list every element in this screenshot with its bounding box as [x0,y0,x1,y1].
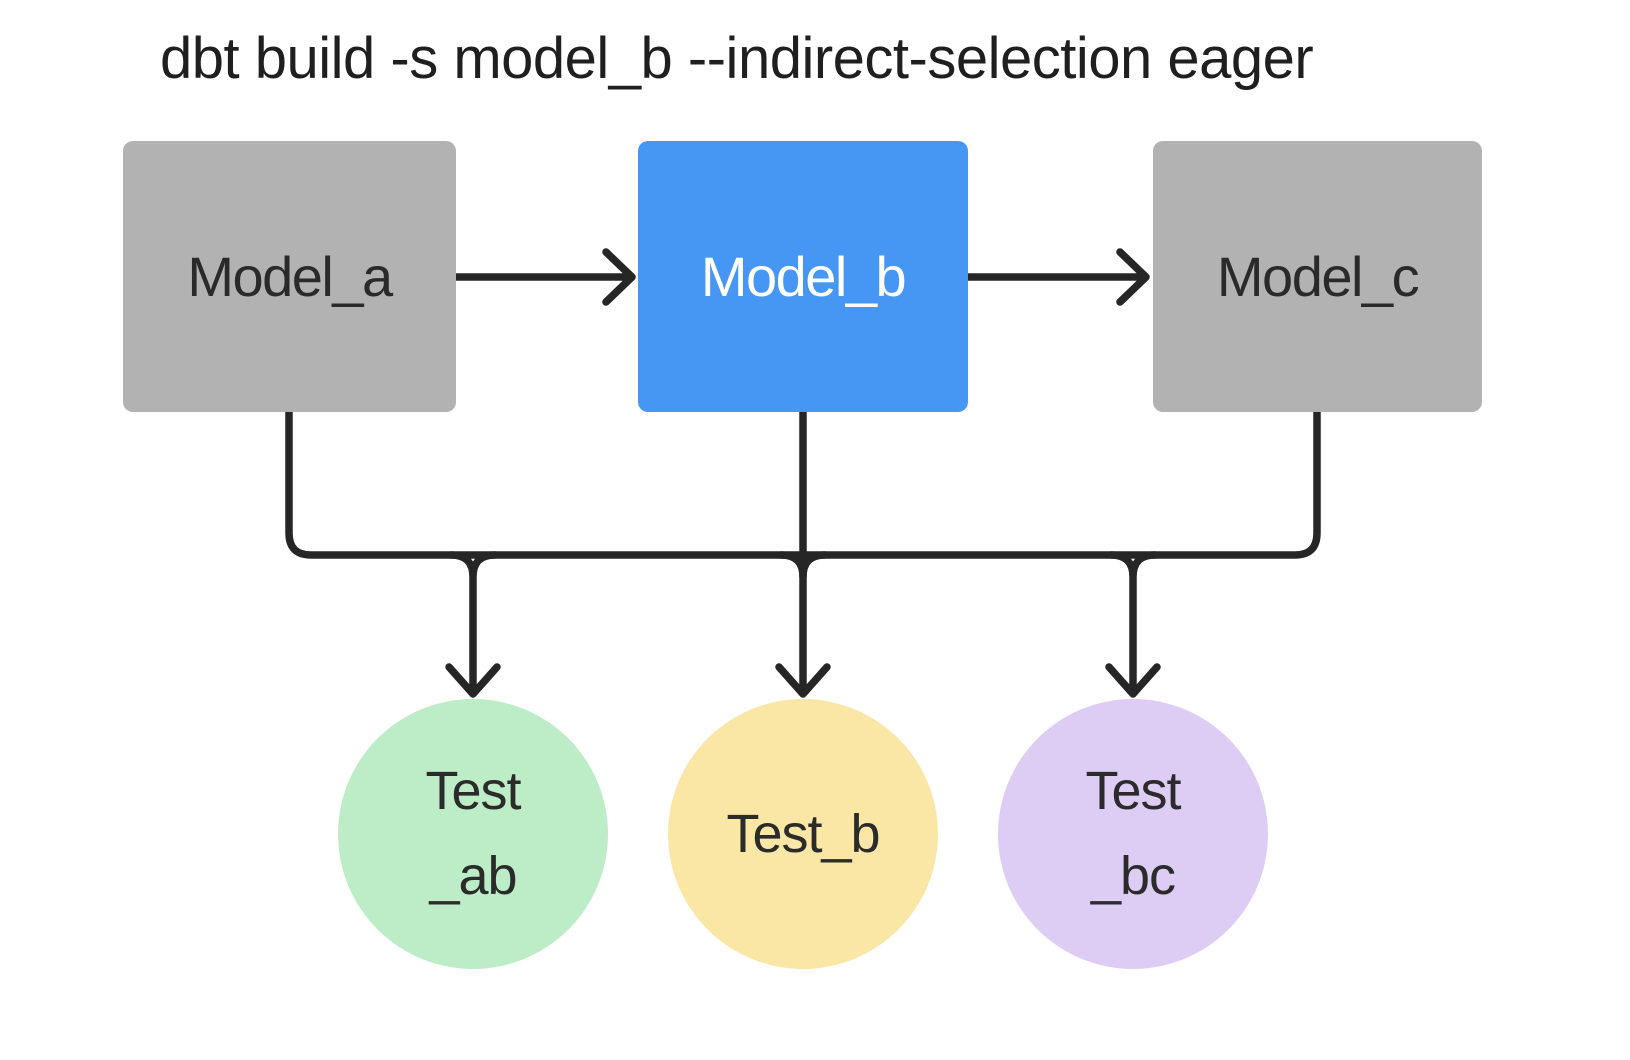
edge-junction-model-b [777,551,829,581]
edge-rail-model-a-model-c [285,408,1321,559]
edge-model-b-model-c [964,248,1150,306]
edge-model-a-model-b [450,248,636,306]
arrowhead-test-b-icon [775,663,831,698]
node-test-ab-label-line2: _ab [429,846,517,906]
arrowhead-test-bc-icon [1105,663,1161,698]
node-model-c: Model_c [1153,141,1482,412]
edge-drop-test-bc [1107,551,1159,694]
node-model-b: Model_b [638,141,968,412]
node-test-bc: Test _bc [998,699,1268,969]
node-model-a-label: Model_a [187,245,393,308]
node-test-b-label-line1: Test_b [726,803,880,864]
node-model-a: Model_a [123,141,456,412]
diagram-title: dbt build -s model_b --indirect-selectio… [160,26,1314,91]
node-test-b: Test_b [668,699,938,969]
node-test-bc-label-line2: _bc [1090,846,1176,906]
node-test-bc-label-line1: Test [1085,761,1181,821]
arrowhead-test-ab-icon [445,663,501,698]
node-test-ab: Test _ab [338,699,608,969]
node-model-b-label: Model_b [700,245,907,308]
edge-drop-test-ab [447,551,499,694]
node-test-ab-label-line1: Test [425,761,521,821]
node-model-c-label: Model_c [1216,245,1420,308]
